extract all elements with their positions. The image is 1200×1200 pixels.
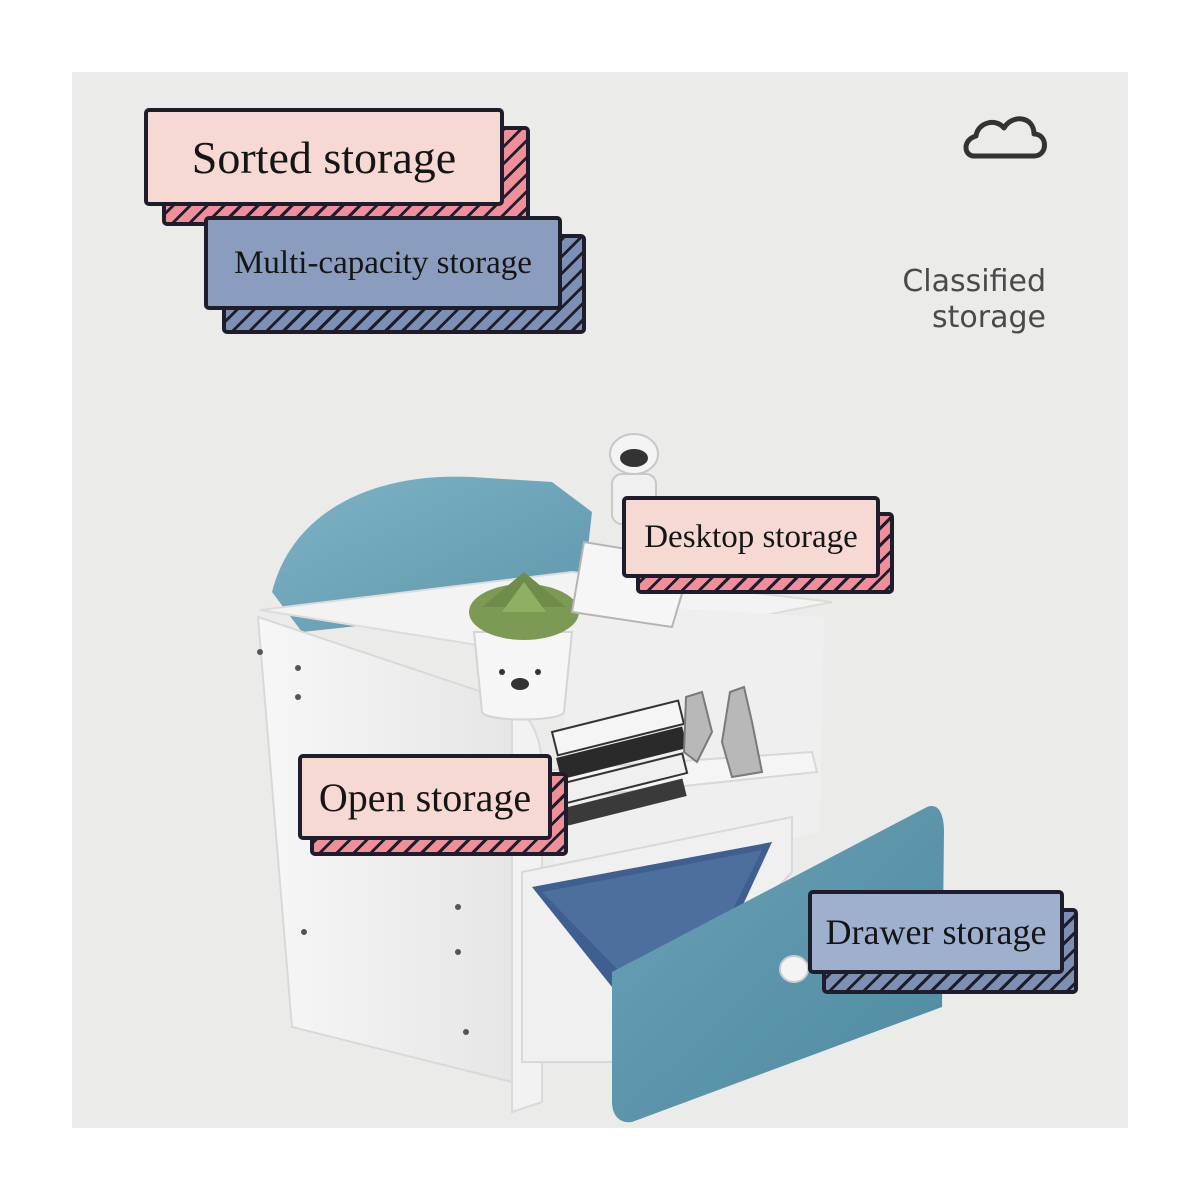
- label-open-storage: Open storage: [298, 754, 568, 856]
- label-desktop-storage: Desktop storage: [622, 496, 894, 594]
- label-face: Open storage: [298, 754, 552, 840]
- label-multi-capacity-text: Multi-capacity storage: [234, 244, 532, 281]
- caption-line-2: storage: [932, 300, 1046, 335]
- deer-figurines: [682, 685, 764, 779]
- cloud-icon: [963, 116, 1047, 159]
- label-multi-capacity-storage: Multi-capacity storage: [204, 216, 586, 336]
- label-face: Sorted storage: [144, 108, 504, 206]
- classified-storage-caption: Classified storage: [852, 264, 1046, 336]
- label-face: Multi-capacity storage: [204, 216, 562, 310]
- label-sorted-storage: Sorted storage: [144, 108, 530, 228]
- caption-line-1: Classified: [902, 264, 1046, 299]
- label-face: Desktop storage: [622, 496, 880, 578]
- label-face: Drawer storage: [808, 890, 1064, 974]
- label-drawer-storage: Drawer storage: [808, 890, 1078, 994]
- product-panel: Sorted storage Multi-capacity storage De…: [72, 72, 1128, 1128]
- drawer-front: [612, 806, 944, 1123]
- book-stack: [550, 699, 689, 826]
- drawer-knob: [779, 955, 809, 983]
- label-sorted-text: Sorted storage: [191, 131, 457, 183]
- screw-dots: [257, 649, 469, 1035]
- label-drawer-text: Drawer storage: [825, 912, 1047, 952]
- succulent-plant: [469, 572, 579, 721]
- label-open-text: Open storage: [318, 774, 532, 820]
- label-desktop-text: Desktop storage: [644, 518, 858, 555]
